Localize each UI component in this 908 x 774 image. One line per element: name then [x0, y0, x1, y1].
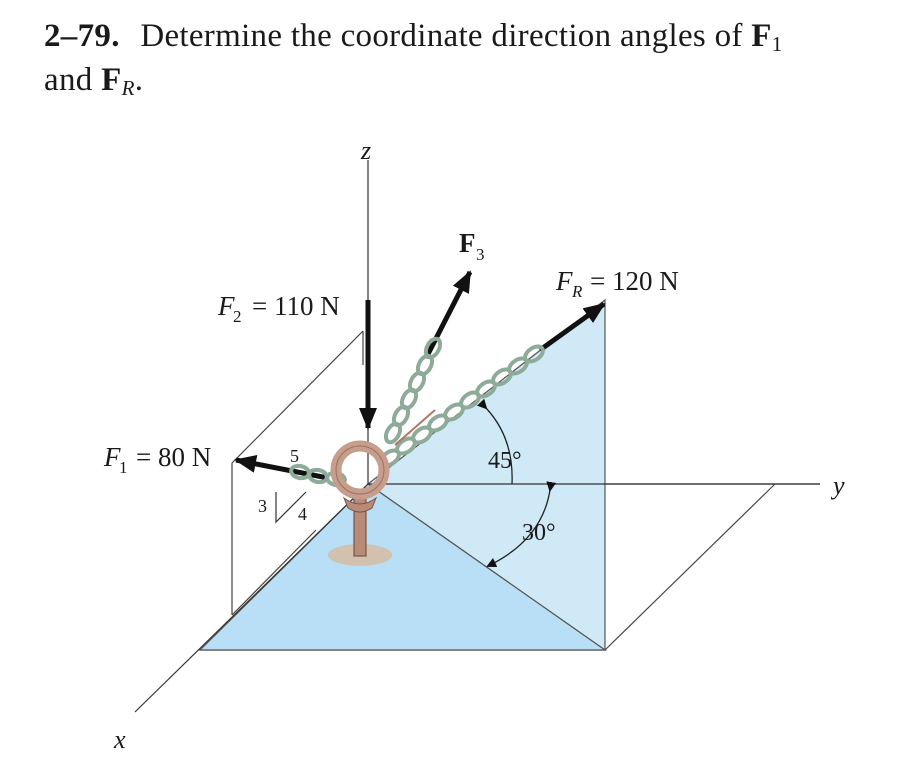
f2-symbol: F [217, 291, 235, 321]
box-construction-lines [231, 330, 364, 616]
slope-vertical-label: 3 [258, 496, 267, 516]
f3-label: F 3 [459, 228, 485, 264]
problem-text: Determine the coordinate direction angle… [140, 18, 743, 54]
x-axis-label: x [113, 725, 126, 754]
f1-subscript: 1 [119, 458, 128, 477]
angle-30-arc [486, 481, 557, 568]
f1-label: F 1 = 80 N [103, 442, 211, 477]
fr-symbol: F [555, 266, 573, 296]
statement-end: . [134, 62, 144, 98]
f2-label: F 2 = 110 N [217, 291, 340, 326]
problem-statement: 2–79. Determine the coordinate direction… [44, 14, 894, 102]
fr-subscript: R [571, 282, 583, 301]
chain-fr [379, 344, 545, 468]
resultant-subscript: R [121, 76, 135, 100]
f3-arrow [423, 270, 473, 360]
resultant-symbol: F [101, 62, 122, 98]
force-1-symbol: F [751, 18, 772, 54]
plane-edge-accent [394, 409, 436, 446]
angle-45-label: 45° [488, 448, 522, 474]
f1-value: = 80 N [136, 442, 211, 472]
angle-45-arc [476, 398, 513, 485]
fr-value: = 120 N [590, 266, 679, 296]
x-axis [134, 483, 369, 713]
eyebolt [328, 440, 392, 566]
f3-subscript: 3 [476, 245, 485, 264]
slope-hypotenuse-label: 5 [290, 446, 299, 466]
conjunction: and [44, 62, 93, 98]
f1-arrow [234, 455, 329, 481]
problem-number: 2–79. [44, 18, 120, 54]
slope-triangle [275, 491, 307, 524]
z-axis-label: z [360, 136, 371, 165]
fr-label: F R = 120 N [555, 266, 679, 301]
y-axis-label: y [830, 471, 845, 500]
f1-symbol: F [103, 442, 121, 472]
f2-subscript: 2 [233, 307, 242, 326]
chain-f3 [383, 336, 443, 445]
fr-arrow [538, 301, 606, 353]
slope-horizontal-label: 4 [298, 504, 307, 524]
f3-symbol: F [459, 228, 476, 258]
angle-30-label: 30° [522, 520, 556, 546]
f2-value: = 110 N [252, 291, 340, 321]
force-1-subscript: 1 [771, 32, 783, 56]
